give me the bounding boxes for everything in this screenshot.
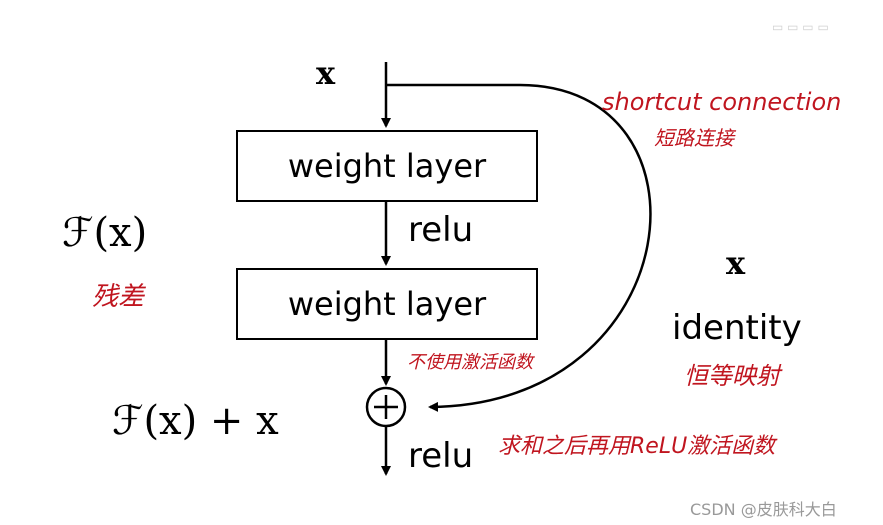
watermark-text: CSDN @皮肤科大白: [690, 500, 837, 519]
relu-out-label: relu: [408, 436, 474, 476]
no-activation-note: 不使用激活函数: [407, 352, 533, 373]
weight-layer-2-label: weight layer: [287, 285, 487, 323]
shortcut-curve: [386, 83, 652, 412]
identity-cn-note: 恒等映射: [684, 362, 780, 390]
shortcut-cn-note: 短路连接: [654, 126, 734, 150]
weight-layer-1-label: weight layer: [287, 147, 487, 185]
relu-mid-label: relu: [408, 210, 474, 250]
sum-label: ℱ(x) + x: [112, 398, 279, 444]
weight-layer-2: weight layer: [236, 268, 538, 340]
identity-x-label: x: [726, 244, 746, 282]
shortcut-connection-note: shortcut connection: [602, 88, 842, 116]
residual-function-label: ℱ(x): [62, 210, 148, 256]
sum-relu-note: 求和之后再用ReLU激活函数: [498, 434, 776, 459]
identity-label: identity: [672, 308, 802, 348]
corner-faint-mark: ▭ ▭ ▭ ▭: [772, 20, 829, 34]
weight-layer-1: weight layer: [236, 130, 538, 202]
residual-cn-note: 残差: [92, 282, 145, 312]
input-x-label: x: [316, 54, 336, 92]
